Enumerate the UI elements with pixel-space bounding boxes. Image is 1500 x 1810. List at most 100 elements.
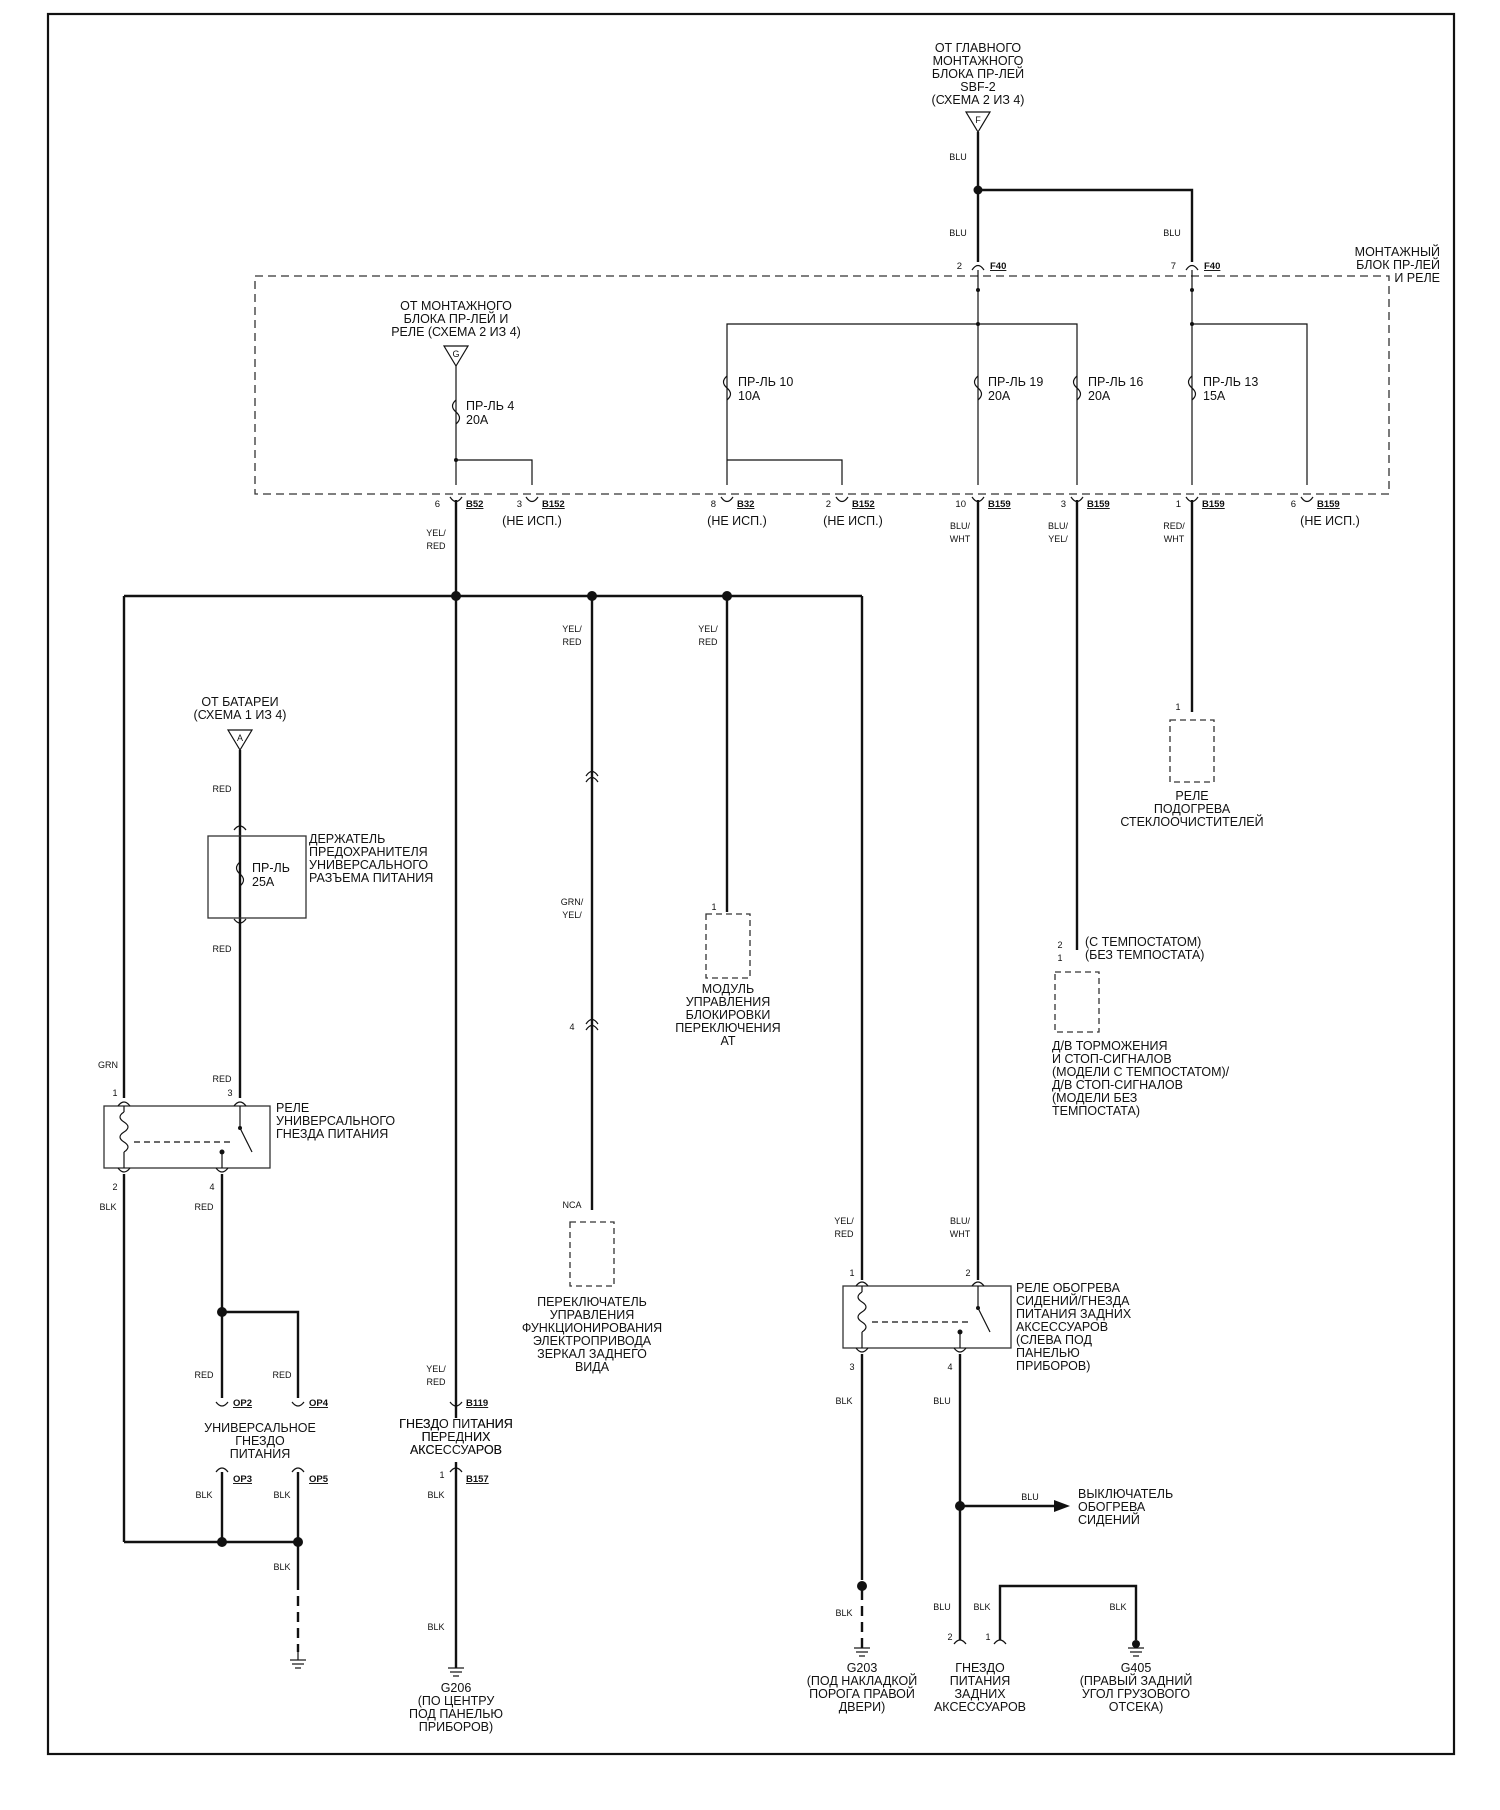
svg-text:B159: B159 (988, 499, 1011, 510)
svg-text:B152: B152 (542, 499, 565, 510)
rear-socket-label: ГНЕЗДО ПИТАНИЯ ЗАДНИХ АКСЕССУАРОВ (934, 1661, 1026, 1714)
svg-text:RED: RED (212, 784, 232, 794)
svg-text:B159: B159 (1317, 499, 1340, 510)
svg-text:BLU/: BLU/ (950, 1216, 971, 1226)
svg-text:(ПРАВЫЙ ЗАДНИЙ: (ПРАВЫЙ ЗАДНИЙ (1080, 1673, 1193, 1688)
svg-text:A: A (237, 733, 243, 743)
svg-text:ПОДОГРЕВА: ПОДОГРЕВА (1154, 802, 1231, 816)
svg-text:OP3: OP3 (233, 1474, 252, 1485)
svg-text:ГНЕЗДО ПИТАНИЯ: ГНЕЗДО ПИТАНИЯ (399, 1417, 513, 1431)
svg-text:B159: B159 (1087, 499, 1110, 510)
svg-text:2: 2 (965, 1268, 970, 1278)
ground-symbol-g203 (854, 1647, 870, 1657)
svg-text:RED: RED (212, 944, 232, 954)
svg-text:РАЗЪЕМА ПИТАНИЯ: РАЗЪЕМА ПИТАНИЯ (309, 871, 433, 885)
svg-text:2: 2 (947, 1632, 952, 1642)
svg-text:ОТСЕКА): ОТСЕКА) (1109, 1700, 1164, 1714)
svg-text:УНИВЕРСАЛЬНОГО: УНИВЕРСАЛЬНОГО (309, 858, 428, 872)
outer-frame (46, 12, 1456, 1756)
svg-text:6: 6 (435, 499, 440, 510)
svg-text:ОБОГРЕВА: ОБОГРЕВА (1078, 1500, 1146, 1514)
svg-text:F40: F40 (990, 261, 1006, 272)
svg-text:G: G (452, 349, 459, 359)
svg-text:(НЕ ИСП.): (НЕ ИСП.) (823, 514, 883, 528)
svg-text:ОТ ГЛАВНОГО: ОТ ГЛАВНОГО (935, 41, 1022, 55)
svg-text:B32: B32 (737, 499, 754, 510)
svg-text:RED/: RED/ (1163, 521, 1185, 531)
svg-text:BLU/: BLU/ (1048, 521, 1069, 531)
svg-text:F: F (975, 115, 981, 125)
svg-text:(СХЕМА 2 ИЗ 4): (СХЕМА 2 ИЗ 4) (932, 93, 1025, 107)
svg-text:3: 3 (227, 1088, 232, 1098)
svg-text:1: 1 (439, 1470, 444, 1480)
svg-text:YEL/: YEL/ (426, 1364, 446, 1374)
svg-text:(МОДЕЛИ БЕЗ: (МОДЕЛИ БЕЗ (1052, 1091, 1137, 1105)
svg-text:3: 3 (849, 1362, 854, 1372)
fuse-holder-label: ДЕРЖАТЕЛЬ ПРЕДОХРАНИТЕЛЯ УНИВЕРСАЛЬНОГО … (309, 832, 433, 885)
universal-relay-label: РЕЛЕ УНИВЕРСАЛЬНОГО ГНЕЗДА ПИТАНИЯ (276, 1101, 395, 1141)
svg-text:B157: B157 (466, 1474, 489, 1485)
svg-text:РЕЛЕ: РЕЛЕ (276, 1101, 309, 1115)
svg-text:GRN: GRN (98, 1060, 118, 1070)
svg-text:B52: B52 (466, 499, 483, 510)
fuse-19: ПР-ЛЬ 19 20A (973, 375, 1043, 403)
source-relay-block: ОТ МОНТАЖНОГО БЛОКА ПР-ЛЕЙ И РЕЛЕ (СХЕМА… (391, 299, 521, 368)
svg-text:1: 1 (985, 1632, 990, 1642)
svg-text:ПОД ПАНЕЛЬЮ: ПОД ПАНЕЛЬЮ (409, 1707, 503, 1721)
svg-text:БЛОК ПР-ЛЕЙ: БЛОК ПР-ЛЕЙ (1356, 257, 1440, 272)
svg-text:BLU: BLU (1163, 228, 1181, 238)
svg-text:20A: 20A (1088, 389, 1111, 403)
svg-text:ВИДА: ВИДА (575, 1360, 610, 1374)
svg-text:AT: AT (720, 1034, 735, 1048)
svg-text:РЕЛЕ (СХЕМА 2 ИЗ 4): РЕЛЕ (СХЕМА 2 ИЗ 4) (391, 325, 521, 339)
output-connectors: 6 B52 3 B152 (НЕ ИСП.) 8 B32 (НЕ ИСП.) 2… (435, 496, 1360, 528)
fuse-4: ПР-ЛЬ 4 20A (451, 399, 514, 427)
svg-text:(С ТЕМПОСТАТОМ): (С ТЕМПОСТАТОМ) (1085, 935, 1201, 949)
svg-text:OP4: OP4 (309, 1398, 329, 1409)
svg-text:GRN/: GRN/ (561, 897, 584, 907)
svg-text:УНИВЕРСАЛЬНОЕ: УНИВЕРСАЛЬНОЕ (204, 1421, 316, 1435)
svg-text:YEL/: YEL/ (562, 910, 582, 920)
seat-relay-label: РЕЛЕ ОБОГРЕВА СИДЕНИЙ/ГНЕЗДА ПИТАНИЯ ЗАД… (1016, 1281, 1132, 1373)
svg-text:БЛОКА ПР-ЛЕЙ И: БЛОКА ПР-ЛЕЙ И (404, 311, 509, 326)
svg-text:ГНЕЗДО: ГНЕЗДО (955, 1661, 1005, 1675)
svg-text:ПОРОГА ПРАВОЙ: ПОРОГА ПРАВОЙ (809, 1686, 915, 1701)
mirror-switch-label: ПЕРЕКЛЮЧАТЕЛЬ УПРАВЛЕНИЯ ФУНКЦИОНИРОВАНИ… (522, 1295, 662, 1374)
svg-text:RED: RED (194, 1202, 214, 1212)
svg-text:1: 1 (711, 902, 716, 912)
svg-text:МОНТАЖНЫЙ: МОНТАЖНЫЙ (1355, 244, 1440, 259)
svg-text:4: 4 (569, 1022, 574, 1032)
svg-text:20A: 20A (988, 389, 1011, 403)
svg-text:BLU: BLU (933, 1602, 951, 1612)
fuse-25: ПР-ЛЬ 25A (252, 861, 290, 889)
shift-lock-module-label: МОДУЛЬ УПРАВЛЕНИЯ БЛОКИРОВКИ ПЕРЕКЛЮЧЕНИ… (675, 982, 780, 1048)
svg-text:(НЕ ИСП.): (НЕ ИСП.) (502, 514, 562, 528)
svg-text:ПЕРЕКЛЮЧАТЕЛЬ: ПЕРЕКЛЮЧАТЕЛЬ (537, 1295, 647, 1309)
ground-g206-label: G206 (ПО ЦЕНТРУ ПОД ПАНЕЛЬЮ ПРИБОРОВ) (409, 1681, 503, 1734)
svg-text:ГНЕЗДО: ГНЕЗДО (235, 1434, 285, 1448)
svg-text:ЭЛЕКТРОПРИВОДА: ЭЛЕКТРОПРИВОДА (533, 1334, 652, 1348)
svg-text:БЛОКА ПР-ЛЕЙ: БЛОКА ПР-ЛЕЙ (932, 66, 1024, 81)
svg-text:ПРИБОРОВ): ПРИБОРОВ) (419, 1720, 493, 1734)
svg-text:ВЫКЛЮЧАТЕЛЬ: ВЫКЛЮЧАТЕЛЬ (1078, 1487, 1173, 1501)
svg-text:6: 6 (1291, 499, 1296, 510)
svg-text:BLK: BLK (427, 1622, 444, 1632)
svg-text:BLK: BLK (427, 1490, 444, 1500)
svg-text:МОНТАЖНОГО: МОНТАЖНОГО (933, 54, 1024, 68)
svg-text:YEL/: YEL/ (1048, 534, 1068, 544)
svg-text:ДЕРЖАТЕЛЬ: ДЕРЖАТЕЛЬ (309, 832, 385, 846)
svg-text:3: 3 (1061, 499, 1066, 510)
svg-text:RED: RED (272, 1370, 292, 1380)
svg-text:ПИТАНИЯ ЗАДНИХ: ПИТАНИЯ ЗАДНИХ (1016, 1307, 1132, 1321)
svg-text:ПЕРЕДНИХ: ПЕРЕДНИХ (422, 1430, 491, 1444)
svg-text:ПИТАНИЯ: ПИТАНИЯ (230, 1447, 291, 1461)
svg-text:РЕЛЕ ОБОГРЕВА: РЕЛЕ ОБОГРЕВА (1016, 1281, 1121, 1295)
svg-text:ПР-ЛЬ: ПР-ЛЬ (252, 861, 290, 875)
input-connector-f40: 2 F40 7 F40 (957, 261, 1221, 272)
svg-text:ПР-ЛЬ 16: ПР-ЛЬ 16 (1088, 375, 1143, 389)
svg-text:SBF-2: SBF-2 (960, 80, 995, 94)
svg-text:УГОЛ ГРУЗОВОГО: УГОЛ ГРУЗОВОГО (1082, 1687, 1191, 1701)
svg-text:ДВЕРИ): ДВЕРИ) (839, 1700, 886, 1714)
svg-text:БЛОКИРОВКИ: БЛОКИРОВКИ (686, 1008, 771, 1022)
svg-text:RED: RED (426, 541, 446, 551)
